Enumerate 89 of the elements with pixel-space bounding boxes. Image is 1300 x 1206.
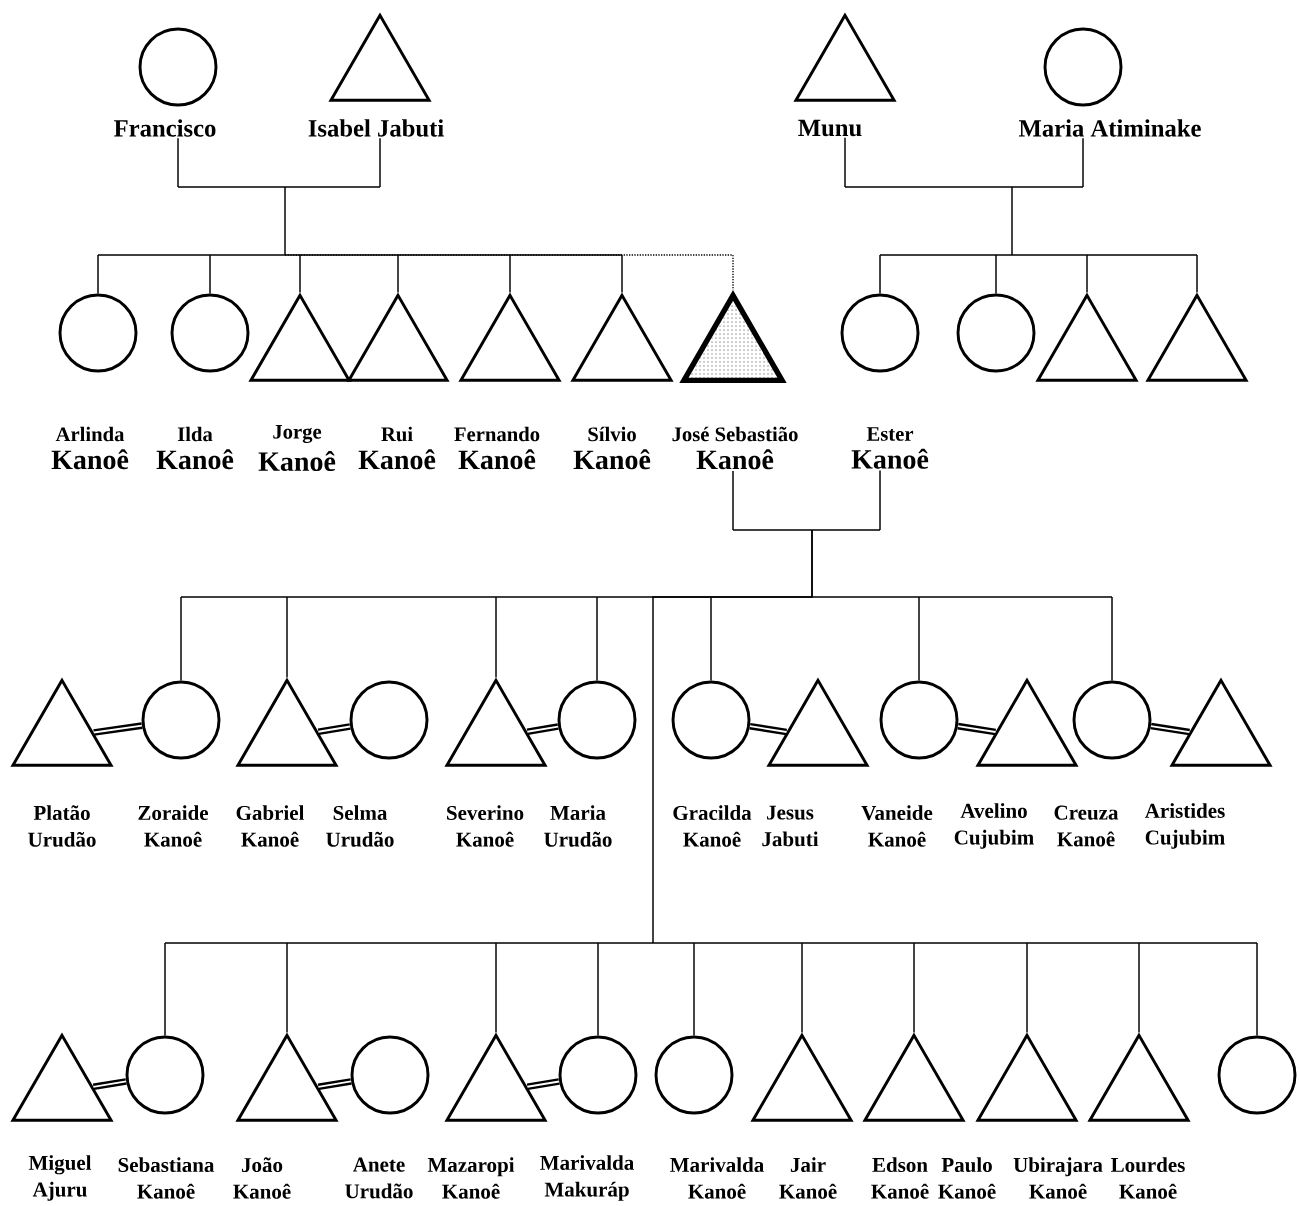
descent-line [801, 942, 803, 1034]
descent-line [509, 254, 511, 294]
name-label: Paulo Kanoê [938, 1157, 996, 1199]
name-label: Ubirajara Kanoê [1013, 1157, 1103, 1199]
descent-line [879, 254, 1198, 256]
name-label: Miguel Ajuru [28, 1155, 92, 1201]
name-label: Platão Urudão [28, 805, 96, 847]
marriage-line [526, 723, 560, 735]
name-label: Isabel Jabuti [308, 119, 444, 137]
descent-line [97, 254, 623, 256]
name-label: Munu [798, 119, 862, 137]
name-label: Selma Urudão [326, 805, 394, 847]
name-label: Arlinda Kanoê [51, 426, 129, 470]
descent-line [1111, 596, 1113, 682]
name-label: Marivalda Kanoê [670, 1157, 764, 1199]
name-label: Gabriel Kanoê [236, 805, 305, 847]
name-label: Jorge Kanoê [258, 424, 336, 472]
name-label: Francisco [114, 119, 216, 137]
marriage-line [957, 722, 997, 736]
name-label: Fernando Kanoê [454, 426, 540, 470]
name-label: Sebastiana Kanoê [118, 1157, 215, 1199]
name-label: Severino Kanoê [447, 805, 524, 847]
descent-line [180, 596, 1113, 598]
descent-line [209, 254, 211, 295]
descent-line [177, 137, 179, 188]
descent-line [97, 254, 99, 295]
descent-line [495, 596, 497, 679]
name-label: Maria Urudão [544, 805, 612, 847]
name-label: Edson Kanoê [871, 1157, 929, 1199]
descent-line [286, 596, 288, 679]
name-label: Maria Atiminake [1018, 119, 1201, 137]
descent-line [299, 254, 301, 294]
name-label: Vaneide Kanoê [861, 805, 933, 847]
name-label: Zoraide Kanoê [138, 805, 209, 847]
name-label: Jair Kanoê [779, 1157, 837, 1199]
descent-line [1086, 254, 1088, 294]
name-label: Marivalda Makuráp [540, 1155, 634, 1201]
circle-symbol [956, 293, 1036, 373]
descent-line [879, 254, 881, 295]
name-label: Anete Urudão [345, 1157, 413, 1199]
descent-line [844, 137, 846, 188]
name-label: João Kanoê [233, 1157, 291, 1199]
name-label: Rui Kanoê [358, 426, 436, 470]
descent-line [879, 469, 881, 531]
descent-line [732, 529, 881, 531]
name-label: Avelino Cujubim [954, 803, 1034, 849]
descent-line [1138, 942, 1140, 1034]
descent-line [397, 254, 399, 294]
descent-line [177, 186, 381, 188]
name-label: Aristides Cujubim [1144, 803, 1225, 849]
marriage-line [92, 1078, 127, 1091]
descent-line [597, 942, 599, 1037]
marriage-line [317, 723, 351, 736]
name-label: Ilda Kanoê [156, 426, 234, 470]
descent-line [1082, 137, 1084, 188]
descent-line [652, 529, 813, 944]
name-label: Jesus Jabuti [762, 805, 819, 847]
descent-line [284, 186, 286, 256]
descent-line [379, 137, 381, 188]
name-label: Lourdes Kanoê [1111, 1157, 1185, 1199]
marriage-line [526, 1078, 560, 1091]
descent-line [180, 596, 182, 682]
name-label: Creuza Kanoê [1054, 805, 1119, 847]
descent-line [732, 470, 734, 531]
descent-line [710, 596, 712, 682]
descent-line [1196, 254, 1198, 294]
marriage-line [317, 1078, 352, 1091]
name-label: Sílvio Kanoê [573, 426, 651, 470]
descent-line [1011, 186, 1013, 256]
name-label: Mazaropi Kanoê [427, 1157, 515, 1199]
descent-line [164, 942, 1258, 944]
descent-line [1026, 942, 1028, 1034]
descent-line [844, 186, 1084, 188]
marriage-line [92, 722, 143, 736]
descent-line [596, 596, 598, 682]
descent-line [1256, 942, 1258, 1037]
descent-line [495, 942, 497, 1034]
marriage-line [1150, 722, 1191, 736]
name-label: Ester Kanoê [851, 427, 929, 469]
descent-line [621, 254, 623, 294]
descent-line [164, 942, 166, 1037]
descent-line [693, 942, 695, 1037]
descent-line [918, 596, 920, 682]
descent-line [286, 942, 288, 1034]
descent-line [995, 254, 997, 295]
marriage-line [749, 722, 788, 736]
name-label: Gracilda Kanoê [673, 805, 752, 847]
name-label: José Sebastião Kanoê [672, 426, 798, 470]
descent-line [913, 942, 915, 1034]
